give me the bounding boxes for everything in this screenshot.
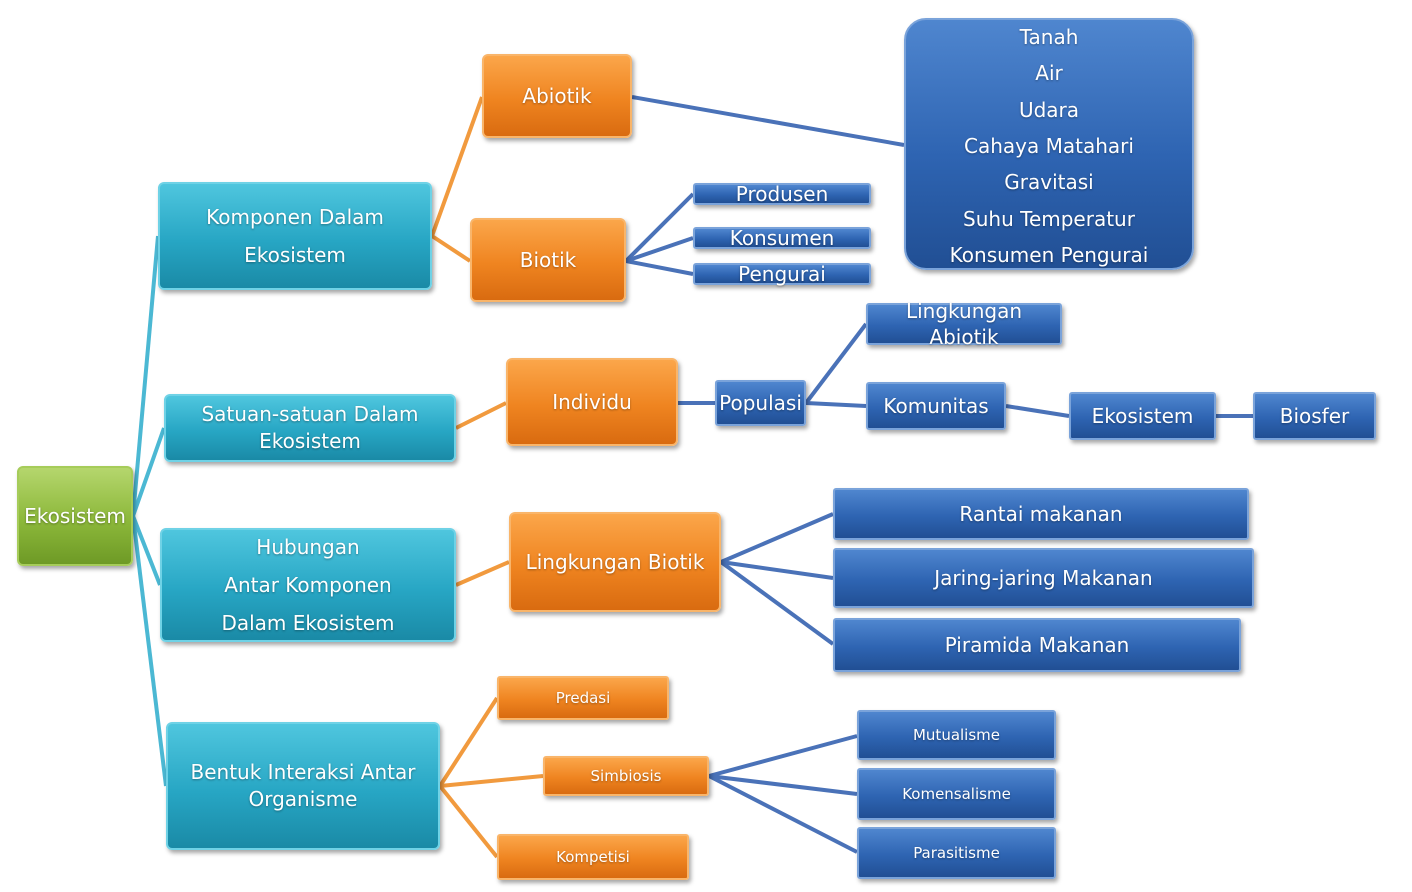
abiotik-item: Gravitasi — [1004, 170, 1094, 195]
node-produsen-label: Produsen — [735, 182, 829, 206]
node-lingkungan-biotik-label: Lingkungan Biotik — [525, 550, 705, 574]
node-konsumen: Konsumen — [693, 226, 871, 250]
node-pengurai: Pengurai — [693, 262, 871, 286]
connector-populasi-lingkungan — [804, 322, 868, 405]
node-biotik: Biotik — [470, 218, 626, 302]
connector-simbiosis-komensalisme — [708, 774, 858, 796]
branch-bentuk-interaksi-antar-organisme: Bentuk Interaksi Antar Organisme — [166, 722, 440, 850]
node-lingkungan-abiotik: Lingkungan Abiotik — [866, 299, 1062, 349]
connector-satuan-individu — [455, 401, 507, 430]
connector-hubungan-lingkungan-biotik — [455, 560, 510, 587]
node-piramida-makanan-label: Piramida Makanan — [944, 633, 1130, 657]
node-biosfer: Biosfer — [1253, 392, 1376, 440]
connector-root-satuan — [131, 427, 166, 517]
node-individu: Individu — [506, 358, 678, 446]
node-jaring-jaring-makanan: Jaring-jaring Makanan — [833, 548, 1254, 608]
node-pengurai-label: Pengurai — [738, 262, 826, 286]
abiotik-item: Tanah — [1019, 25, 1079, 49]
node-parasitisme: Parasitisme — [857, 827, 1056, 879]
connector-root-komponen — [131, 235, 160, 517]
connector-biotik-pengurai — [625, 259, 694, 276]
branch-bentuk-line-2: Organisme — [248, 787, 358, 811]
branch-hubungan-line-1: Hubungan — [256, 535, 360, 559]
node-abiotik: Abiotik — [482, 54, 632, 138]
abiotik-item: Udara — [1018, 97, 1080, 122]
node-lingkungan-abiotik-line-1: Lingkungan — [905, 299, 1022, 323]
connector-biotik-produsen — [624, 192, 695, 263]
connector-simbiosis-parasitisme — [708, 774, 858, 854]
connector-lingkungan-rantai — [720, 512, 834, 564]
branch-komponen-line-2: Ekosistem — [244, 243, 346, 267]
branch-komponen-dalam-ekosistem: Komponen Dalam Ekosistem — [158, 182, 432, 290]
connector-root-bentuk — [131, 515, 168, 787]
connector-bentuk-predasi — [438, 696, 499, 788]
node-piramida-makanan: Piramida Makanan — [833, 618, 1241, 672]
branch-satuan-satuan-dalam-ekosistem: Satuan-satuan Dalam Ekosistem — [164, 394, 456, 462]
node-lingkungan-biotik: Lingkungan Biotik — [509, 512, 721, 612]
connector-abiotik-list — [631, 95, 905, 147]
branch-hubungan-antar-komponen: Hubungan Antar Komponen Dalam Ekosistem — [160, 528, 456, 642]
connector-root-hubungan — [131, 515, 162, 586]
connector-komponen-biotik — [430, 234, 472, 263]
node-kompetisi: Kompetisi — [497, 834, 689, 880]
root-label: Ekosistem — [24, 504, 126, 528]
node-kompetisi-label: Kompetisi — [556, 848, 630, 866]
node-individu-label: Individu — [552, 390, 632, 414]
branch-satuan-line-1: Satuan-satuan Dalam — [201, 402, 419, 426]
node-komunitas-label: Komunitas — [883, 394, 989, 418]
node-produsen: Produsen — [693, 182, 871, 206]
abiotik-item: Cahaya Matahari — [964, 133, 1134, 158]
abiotik-items-box: Tanah Air Udara Cahaya Matahari Gravitas… — [904, 18, 1194, 270]
root-node-ekosistem: Ekosistem — [17, 466, 133, 566]
connector-lingkungan-piramida — [719, 560, 835, 646]
node-parasitisme-label: Parasitisme — [913, 844, 1000, 862]
connector-bentuk-kompetisi — [438, 784, 499, 859]
node-rantai-makanan-label: Rantai makanan — [959, 502, 1123, 526]
abiotik-item: Air — [1035, 61, 1063, 86]
node-jaring-jaring-makanan-label: Jaring-jaring Makanan — [934, 566, 1153, 590]
node-populasi-label: Populasi — [719, 391, 802, 415]
abiotik-item: Konsumen Pengurai — [949, 242, 1149, 267]
connector-komunitas-ekosistem — [1005, 404, 1070, 418]
node-biotik-label: Biotik — [519, 248, 577, 272]
node-simbiosis-label: Simbiosis — [590, 767, 662, 785]
connector-lingkungan-jaring — [720, 560, 834, 580]
connector-populasi-komunitas — [805, 401, 867, 408]
node-biosfer-label: Biosfer — [1279, 404, 1350, 428]
node-lingkungan-abiotik-line-2: Abiotik — [929, 325, 999, 349]
abiotik-item: Suhu Temperatur — [963, 206, 1135, 231]
node-komensalisme: Komensalisme — [857, 768, 1056, 820]
node-abiotik-label: Abiotik — [522, 84, 592, 108]
node-konsumen-label: Konsumen — [729, 226, 835, 250]
node-ekosistem-label: Ekosistem — [1091, 404, 1194, 428]
node-predasi-label: Predasi — [555, 689, 611, 707]
branch-satuan-line-2: Ekosistem — [259, 429, 361, 453]
branch-komponen-line-1: Komponen Dalam — [206, 205, 384, 229]
node-mutualisme-label: Mutualisme — [912, 726, 1001, 744]
node-predasi: Predasi — [497, 676, 669, 720]
branch-hubungan-line-2: Antar Komponen — [224, 573, 392, 597]
branch-hubungan-line-3: Dalam Ekosistem — [221, 611, 395, 635]
connector-komponen-abiotik — [430, 96, 484, 237]
node-populasi: Populasi — [715, 380, 806, 426]
node-simbiosis: Simbiosis — [543, 756, 709, 796]
branch-bentuk-line-1: Bentuk Interaksi Antar — [190, 760, 416, 784]
node-komensalisme-label: Komensalisme — [902, 785, 1011, 803]
connector-bentuk-simbiosis — [439, 774, 544, 788]
connector-biotik-konsumen — [625, 236, 694, 263]
connector-simbiosis-mutualisme — [708, 734, 858, 778]
node-mutualisme: Mutualisme — [857, 710, 1056, 760]
node-ekosistem: Ekosistem — [1069, 392, 1216, 440]
node-rantai-makanan: Rantai makanan — [833, 488, 1249, 540]
node-komunitas: Komunitas — [866, 382, 1006, 430]
